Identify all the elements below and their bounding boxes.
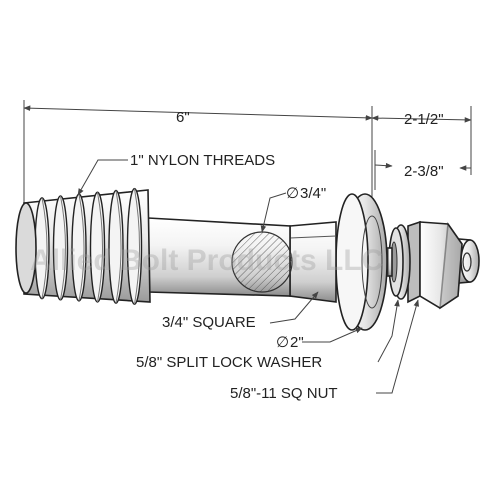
flange	[335, 193, 388, 331]
dimension-overall-label: 6"	[176, 109, 190, 126]
split-lock-washer	[388, 224, 411, 300]
dimension-washer-to-end-label: 2-3/8"	[404, 163, 444, 180]
thread-ridge-shade	[134, 188, 140, 305]
thread-ridge-shade	[41, 197, 48, 299]
dimension-thread-to-end-label: 2-1/2"	[404, 111, 444, 128]
callout-square-section: 3/4" SQUARE	[162, 314, 256, 331]
callout-square-nut: 5/8"-11 SQ NUT	[230, 385, 338, 402]
nylon-threads	[15, 187, 151, 305]
dimension-washer-to-end: 2-3/8"	[374, 162, 471, 180]
square-nut	[407, 220, 463, 310]
callout-flange-diameter: ∅ 2"	[276, 334, 304, 351]
thread-ridge-shade	[97, 192, 103, 303]
dimension-overall: 6"	[23, 105, 373, 126]
diameter-symbol: ∅	[276, 334, 289, 351]
callout-nylon-threads: 1" NYLON THREADS	[130, 152, 275, 169]
callout-shank-diameter: ∅ 3/4"	[286, 185, 326, 202]
callout-flange-diameter-label: 2"	[290, 334, 304, 351]
callout-shank-diameter-label: 3/4"	[300, 185, 326, 202]
dimension-thread-to-end: 2-1/2"	[371, 111, 472, 128]
thread-ridge-shade	[78, 194, 85, 302]
diameter-symbol: ∅	[286, 185, 299, 202]
watermark-text: Allied Bolt Products LLC	[30, 244, 383, 277]
thread-ridge-shade	[60, 195, 66, 300]
leader-lines	[77, 159, 420, 394]
callout-lock-washer: 5/8" SPLIT LOCK WASHER	[136, 354, 322, 371]
bolt-body	[15, 187, 480, 331]
thread-ridge-shade	[115, 190, 122, 304]
